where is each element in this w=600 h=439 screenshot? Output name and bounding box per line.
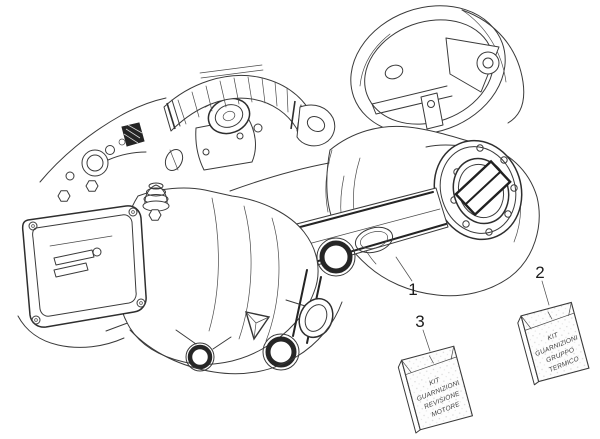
fan-cover [350,5,525,135]
gasket-kit-thermal-packet[interactable]: KIT GUARNIZIONI GRUPPO TERMICO [516,301,590,386]
callout-2-leader [541,280,550,306]
hub-flange [433,139,523,241]
intake-hose [163,64,336,147]
callout-3-label[interactable]: 3 [415,312,424,331]
thermal-line-1: KIT [547,331,560,342]
engine-mounts [129,269,343,375]
callout-1-leader [395,256,413,282]
overhaul-line-1: KIT [428,376,441,387]
callout-3-leader [422,329,431,352]
engine-assembly-drawing [17,5,540,375]
cylinder-block [116,149,333,365]
gasket-kit-overhaul-packet[interactable]: KIT GUARNIZIONI REVISIONE MOTORE [397,345,474,434]
oil-filler-boot [142,182,170,221]
callout-2-label[interactable]: 2 [535,263,544,282]
callout-1-label[interactable]: 1 [408,280,417,299]
callouts: 1 2 3 [395,256,550,352]
hub-window [454,159,512,217]
valve-cover [17,205,147,348]
dark-hatch-detail [121,122,145,147]
fuel-pump-and-fittings [39,97,184,202]
